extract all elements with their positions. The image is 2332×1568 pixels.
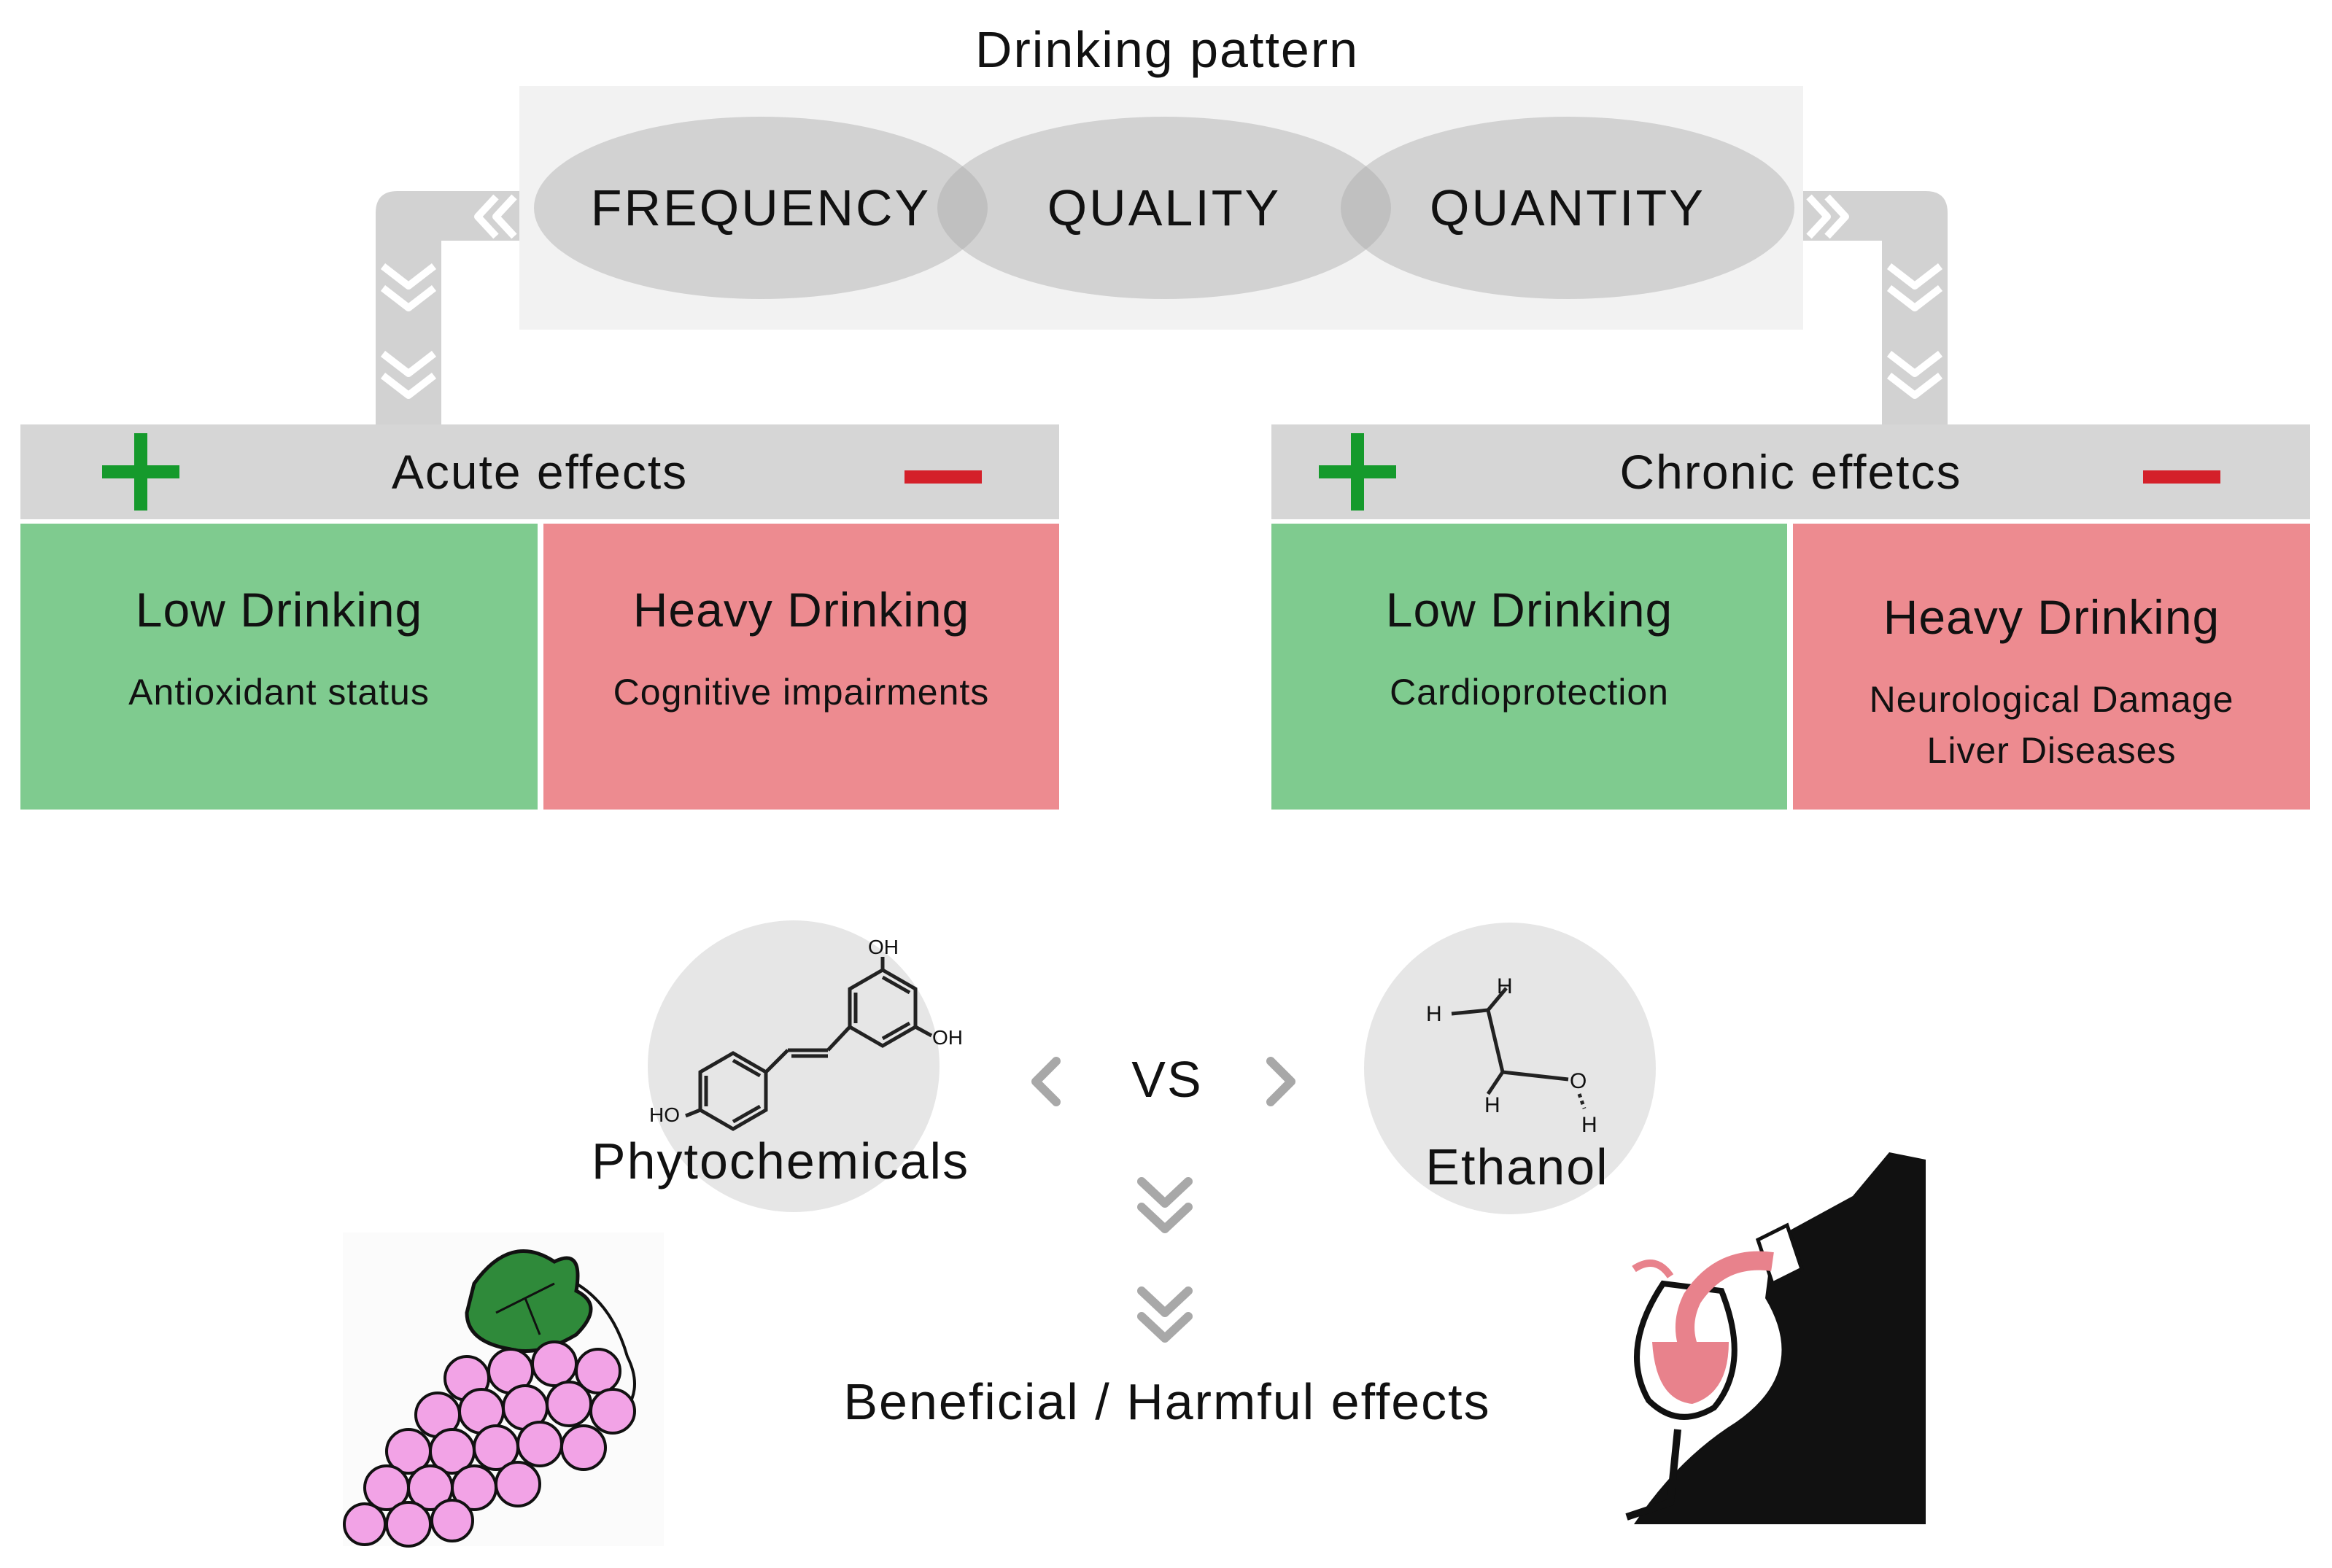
chronic-heavy-drinking-cell: Heavy Drinking Neurological Damage Liver… xyxy=(1793,524,2310,810)
acute-low-title: Low Drinking xyxy=(135,583,423,637)
quantity-label: QUANTITY xyxy=(1430,179,1705,236)
left-chevron-2 xyxy=(492,194,517,239)
ethanol-circle xyxy=(1364,923,1656,1214)
acute-heavy-drinking-cell: Heavy Drinking Cognitive impairments xyxy=(543,524,1059,810)
chronic-low-title: Low Drinking xyxy=(1385,583,1673,637)
vs-label: VS xyxy=(1131,1051,1203,1108)
chronic-heavy-text-1: Neurological Damage xyxy=(1869,679,2234,720)
left-down-chevron-1 xyxy=(380,263,437,290)
chronic-effects-title: Chronic effetcs xyxy=(1619,445,1962,499)
chronic-heavy-text: Neurological Damage Liver Diseases xyxy=(1870,674,2234,776)
oh-top-label: OH xyxy=(868,936,899,958)
ethanol-label: Ethanol xyxy=(1425,1138,1609,1195)
ethanol-h1-label: H xyxy=(1497,974,1513,998)
outcome-label: Beneficial / Harmful effects xyxy=(843,1373,1491,1430)
plus-icon xyxy=(1319,433,1396,511)
down-chevron-4 xyxy=(1137,1312,1193,1343)
frequency-ellipse: FREQUENCY xyxy=(534,117,988,299)
chronic-heavy-text-2: Liver Diseases xyxy=(1926,730,2177,771)
acute-effects-header: Acute effects xyxy=(20,424,1059,519)
phytochemicals-label: Phytochemicals xyxy=(591,1133,970,1189)
minus-icon xyxy=(904,470,982,484)
right-down-chevron-2 xyxy=(1886,285,1943,311)
minus-icon xyxy=(2143,470,2220,484)
acute-effects-title: Acute effects xyxy=(391,445,689,499)
ethanol-o-label: O xyxy=(1570,1069,1587,1093)
acute-low-text: Antioxidant status xyxy=(128,672,430,713)
right-down-chevron-4 xyxy=(1886,373,1943,399)
chronic-effects-header: Chronic effetcs xyxy=(1271,424,2310,519)
diagram-title: Drinking pattern xyxy=(975,21,1360,78)
quality-ellipse: QUALITY xyxy=(937,117,1391,299)
left-down-chevron-4 xyxy=(380,373,437,399)
quantity-ellipse: QUANTITY xyxy=(1341,117,1794,299)
chevron-left-icon xyxy=(1031,1057,1061,1106)
ethanol-h2-label: H xyxy=(1426,1002,1442,1026)
acute-low-drinking-cell: Low Drinking Antioxidant status xyxy=(20,524,538,810)
frequency-label: FREQUENCY xyxy=(590,179,931,236)
acute-heavy-text: Cognitive impairments xyxy=(613,672,990,713)
ethanol-h3-label: H xyxy=(1484,1093,1500,1117)
chevron-right-icon xyxy=(1266,1057,1295,1106)
down-chevron-1 xyxy=(1137,1177,1193,1208)
right-down-chevron-3 xyxy=(1886,351,1943,377)
chronic-low-drinking-cell: Low Drinking Cardioprotection xyxy=(1271,524,1787,810)
phytochemical-circle xyxy=(648,920,940,1212)
right-down-chevron-1 xyxy=(1886,263,1943,290)
left-down-chevron-3 xyxy=(380,351,437,377)
left-chevron-1 xyxy=(474,194,499,239)
chronic-low-text: Cardioprotection xyxy=(1390,672,1669,713)
drinking-pattern-box xyxy=(519,86,1803,330)
right-chevron-1 xyxy=(1806,194,1831,239)
ethanol-h4-label: H xyxy=(1581,1113,1597,1137)
down-chevron-2 xyxy=(1137,1203,1193,1233)
down-chevron-3 xyxy=(1137,1286,1193,1317)
chronic-heavy-title: Heavy Drinking xyxy=(1883,590,2220,644)
left-down-chevron-2 xyxy=(380,285,437,311)
acute-heavy-title: Heavy Drinking xyxy=(632,583,970,637)
oh-right-label: OH xyxy=(932,1026,963,1049)
right-chevron-2 xyxy=(1824,194,1849,239)
quality-label: QUALITY xyxy=(1047,179,1282,236)
plus-icon xyxy=(102,433,179,511)
ho-label: HO xyxy=(649,1103,680,1126)
